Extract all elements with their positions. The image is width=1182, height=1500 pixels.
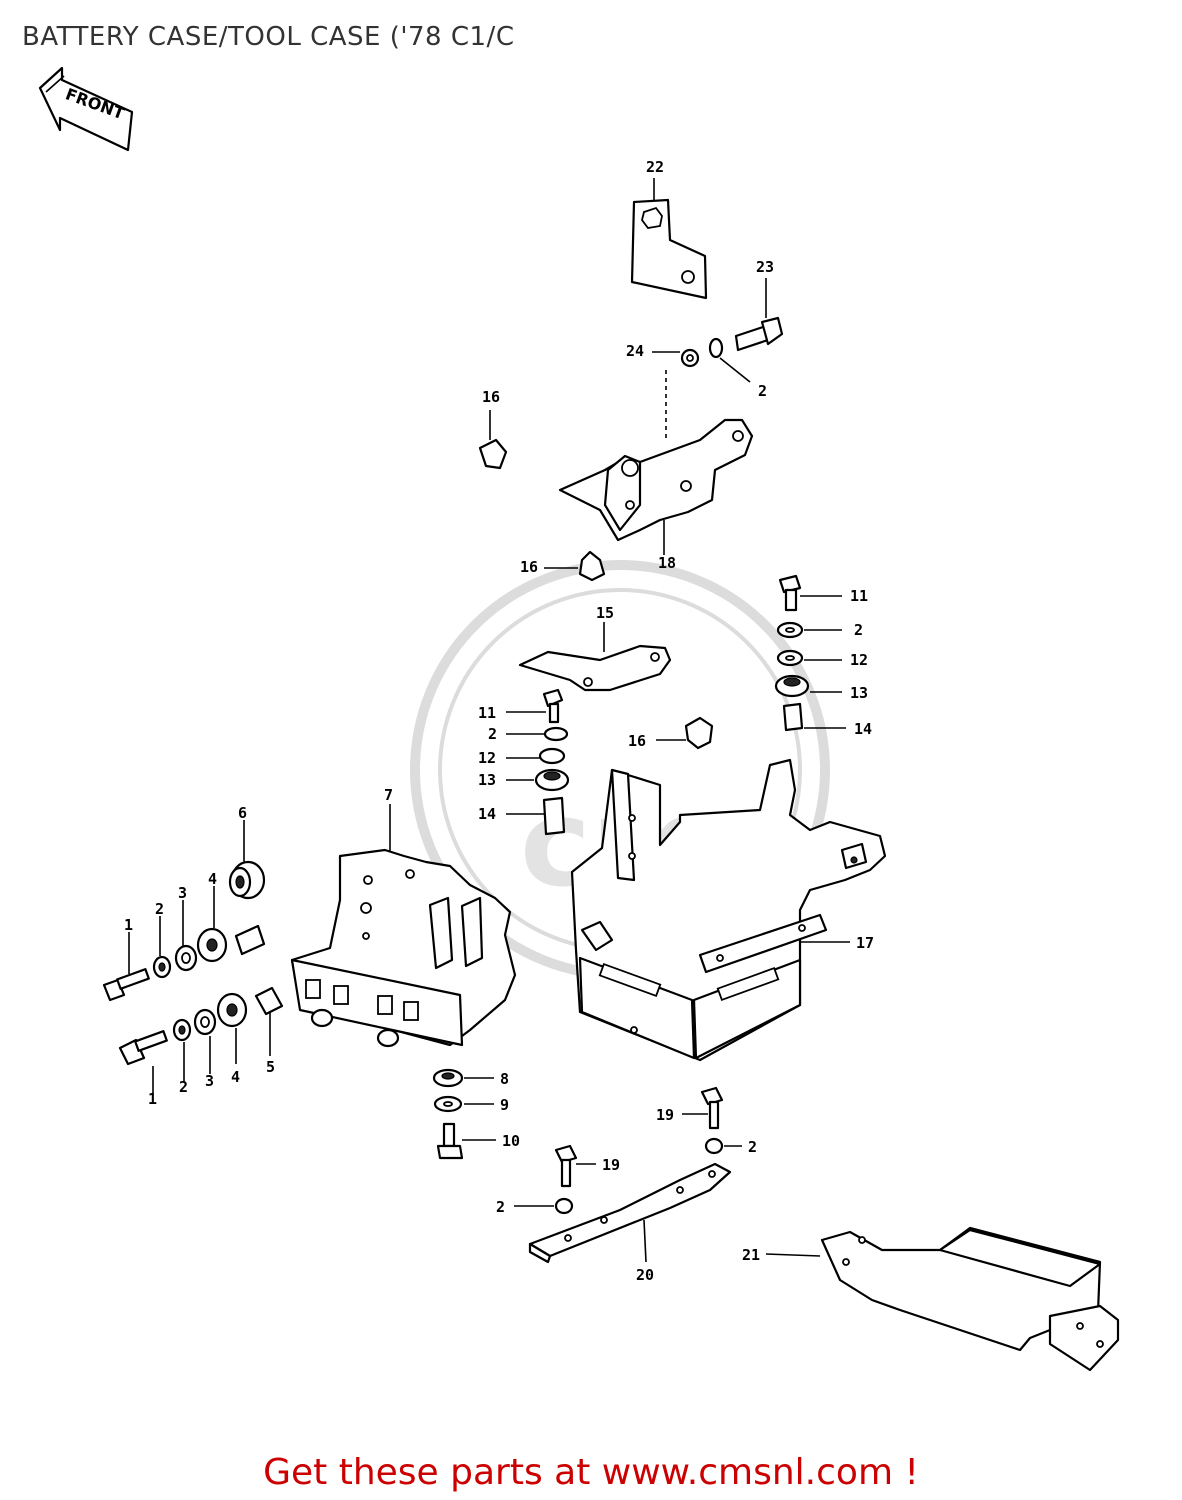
label-17: 17 [856, 934, 874, 952]
label-7: 7 [384, 786, 393, 804]
label-14-left: 14 [478, 805, 496, 823]
bolt-19-upper [682, 1086, 742, 1155]
parts-diagram: cms FRONT [38, 66, 1120, 1372]
bracket-18 [558, 418, 754, 555]
label-2-left: 2 [488, 725, 497, 743]
label-4-lower: 4 [231, 1068, 240, 1086]
battery-case-17 [570, 758, 887, 1062]
callout-labels: 22 23 24 2 16 18 16 11 2 12 13 14 15 11 … [124, 158, 874, 1284]
tool-tray-21 [765, 1226, 1120, 1372]
rubber-cap-16-mid [544, 550, 606, 582]
label-11-left: 11 [478, 704, 496, 722]
label-8: 8 [500, 1070, 509, 1088]
bolt-19-lower [514, 1144, 596, 1215]
label-4-upper: 4 [208, 870, 217, 888]
label-6: 6 [238, 804, 247, 822]
label-14-right: 14 [854, 720, 872, 738]
label-16-mid: 16 [520, 558, 538, 576]
label-2-bolt19: 2 [748, 1138, 757, 1156]
footer-banner: Get these parts at www.cmsnl.com ! [0, 1452, 1182, 1493]
label-20: 20 [636, 1266, 654, 1284]
label-10: 10 [502, 1132, 520, 1150]
label-18: 18 [658, 554, 676, 572]
bracket-20 [528, 1162, 732, 1264]
mount-stack-left [506, 688, 570, 836]
bolt-23 [652, 278, 784, 440]
label-16-top: 16 [482, 388, 500, 406]
label-3-lower: 3 [205, 1072, 214, 1090]
label-2-top: 2 [758, 382, 767, 400]
tool-case-holder-7 [290, 804, 517, 1048]
label-21: 21 [742, 1246, 760, 1264]
front-arrow: FRONT [38, 66, 134, 152]
label-2-upper: 2 [155, 900, 164, 918]
label-2-lower: 2 [179, 1078, 188, 1096]
plate-15 [518, 622, 672, 692]
page-title: BATTERY CASE/TOOL CASE ('78 C1/C [22, 22, 515, 52]
footer-link[interactable]: Get these parts at www.cmsnl.com ! [263, 1452, 919, 1493]
label-5: 5 [266, 1058, 275, 1076]
label-23: 23 [756, 258, 774, 276]
label-19-lower: 19 [602, 1156, 620, 1174]
rubber-cap-16-top [478, 410, 508, 470]
label-2-bracket: 2 [496, 1198, 505, 1216]
label-13-left: 13 [478, 771, 496, 789]
label-2-right: 2 [854, 621, 863, 639]
bracket-plate-22 [630, 178, 708, 300]
label-19-upper: 19 [656, 1106, 674, 1124]
label-24: 24 [626, 342, 644, 360]
label-15: 15 [596, 604, 614, 622]
fastener-stack-8-9-10 [432, 1068, 496, 1160]
label-1-upper: 1 [124, 916, 133, 934]
mount-stack-right [774, 574, 846, 732]
rubber-cap-16-right [656, 716, 714, 750]
label-11-right: 11 [850, 587, 868, 605]
label-9: 9 [500, 1096, 509, 1114]
label-1-lower: 1 [148, 1090, 157, 1108]
label-22: 22 [646, 158, 664, 176]
mount-row-lower [118, 986, 284, 1094]
label-3-upper: 3 [178, 884, 187, 902]
label-16-right: 16 [628, 732, 646, 750]
rubber-6 [228, 820, 266, 900]
mount-row-upper [102, 886, 266, 1002]
label-12-right: 12 [850, 651, 868, 669]
label-12-left: 12 [478, 749, 496, 767]
label-13-right: 13 [850, 684, 868, 702]
